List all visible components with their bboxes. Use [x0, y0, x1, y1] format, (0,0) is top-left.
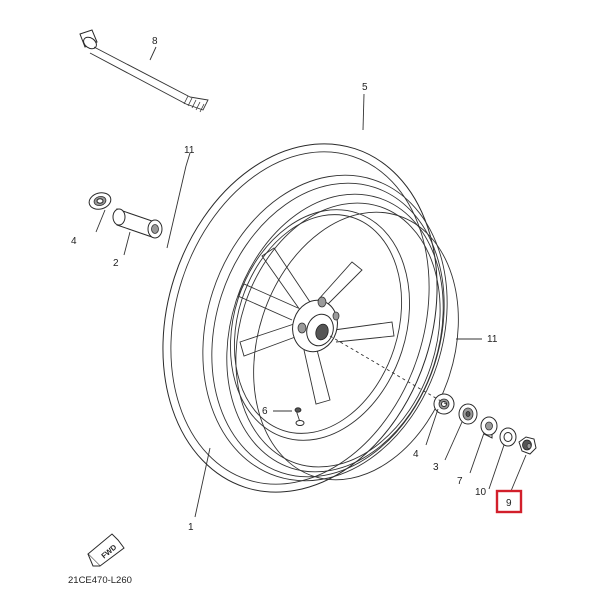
callout-11-right: 11: [487, 334, 498, 345]
callout-4-left: 4: [71, 236, 77, 247]
callout-3: 3: [433, 462, 439, 473]
callout-2: 2: [113, 258, 119, 269]
callout-10: 10: [475, 487, 487, 498]
valve-stem[interactable]: [294, 407, 305, 426]
axle-bolt[interactable]: [79, 29, 209, 113]
leader-lines: [95, 46, 527, 518]
right-spacer[interactable]: [480, 416, 498, 439]
callout-1: 1: [188, 522, 194, 533]
axle-nut[interactable]: [518, 436, 537, 455]
callout-labels: 8 11 5 4 2 11 6 1 4 3 7 10: [71, 36, 498, 533]
callout-4-right: 4: [413, 449, 419, 460]
callout-7: 7: [457, 476, 463, 487]
left-collar[interactable]: [112, 208, 163, 239]
left-bearing[interactable]: [87, 190, 112, 211]
rear-wheel-assembly[interactable]: [119, 108, 491, 528]
callout-9: 9: [506, 498, 512, 509]
right-collar[interactable]: [458, 403, 478, 425]
right-bearing[interactable]: [431, 391, 457, 417]
callout-11-top: 11: [184, 145, 195, 156]
callout-5: 5: [362, 82, 368, 93]
fwd-arrow: FWD: [87, 533, 125, 567]
callout-9-highlight[interactable]: 9: [495, 489, 523, 514]
callout-8: 8: [152, 36, 158, 47]
callout-6: 6: [262, 406, 268, 417]
washer[interactable]: [499, 427, 517, 447]
diagram-code: 21CE470-L260: [68, 575, 132, 586]
